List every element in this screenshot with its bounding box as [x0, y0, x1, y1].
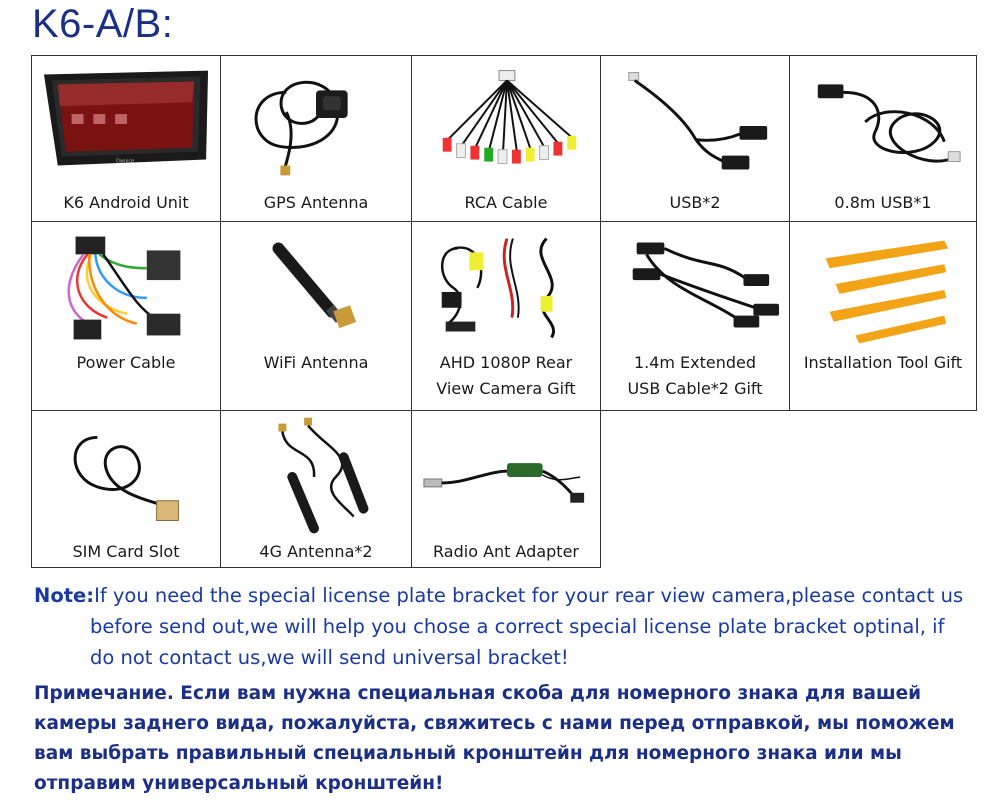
item-label: 4G Antenna*2	[259, 542, 373, 561]
note-ru-line3: вам выбрать правильный специальный кронш…	[34, 743, 902, 764]
item-label: K6 Android Unit	[63, 193, 189, 212]
note-text-line2: before send out,we will help you chose a…	[90, 615, 945, 638]
item-label: USB*2	[669, 193, 721, 212]
rca-cable-icon	[418, 62, 594, 180]
note-ru-line2: камеры заднего вида, пожалуйста, свяжите…	[34, 713, 955, 734]
item-label: SIM Card Slot	[72, 542, 180, 561]
item-label: Power Cable	[76, 353, 176, 372]
power-cable-icon	[38, 228, 214, 346]
sim-slot-icon	[38, 417, 214, 535]
item-extended-usb: 1.4m Extended USB Cable*2 Gift	[600, 221, 790, 411]
item-label: Installation Tool Gift	[803, 353, 963, 372]
item-power-cable: Power Cable	[31, 221, 221, 411]
note-text-line1: If you need the special license plate br…	[94, 584, 964, 607]
item-label: RCA Cable	[464, 193, 548, 212]
item-installation-tool: Installation Tool Gift	[789, 221, 977, 411]
gps-antenna-icon	[227, 62, 405, 180]
item-wifi-antenna: WiFi Antenna	[220, 221, 412, 411]
note-ru-line1: Примечание. Если вам нужна специальная с…	[34, 683, 922, 704]
item-label: 0.8m USB*1	[834, 193, 932, 212]
android-unit-icon: Ownice	[38, 62, 214, 180]
item-label: Radio Ant Adapter	[433, 542, 579, 561]
item-usb-2: USB*2	[600, 55, 790, 222]
usb-cable-icon	[607, 62, 783, 180]
item-k6-android-unit: Ownice K6 Android Unit	[31, 55, 221, 222]
page-title: K6-A/B:	[32, 2, 174, 46]
pry-tool-icon	[796, 228, 970, 346]
item-label: 1.4m Extended USB Cable*2 Gift	[627, 353, 763, 398]
note-label: Note:	[34, 584, 95, 607]
package-contents-grid: Ownice K6 Android Unit GPS Antenna	[31, 55, 977, 568]
camera-icon	[418, 228, 594, 346]
item-label: WiFi Antenna	[263, 353, 369, 372]
item-4g-antenna: 4G Antenna*2	[220, 410, 412, 568]
item-ahd-camera: AHD 1080P Rear View Camera Gift	[411, 221, 601, 411]
usb-extension-icon	[607, 228, 783, 346]
item-label: AHD 1080P Rear View Camera Gift	[436, 353, 576, 398]
note-ru-line4: отправим универсальный кронштейн!	[34, 773, 444, 794]
usb-coil-icon	[796, 62, 970, 180]
svg-text:Ownice: Ownice	[116, 159, 134, 165]
note-english: Note:If you need the special license pla…	[34, 580, 984, 673]
item-label: GPS Antenna	[263, 193, 369, 212]
note-text-line3: do not contact us,we will send universal…	[90, 646, 569, 669]
antenna-4g-icon	[227, 417, 405, 535]
note-russian: Примечание. Если вам нужна специальная с…	[34, 679, 984, 799]
item-sim-card-slot: SIM Card Slot	[31, 410, 221, 568]
wifi-antenna-icon	[227, 228, 405, 346]
item-0-8m-usb: 0.8m USB*1	[789, 55, 977, 222]
item-gps-antenna: GPS Antenna	[220, 55, 412, 222]
item-radio-ant-adapter: Radio Ant Adapter	[411, 410, 601, 568]
item-rca-cable: RCA Cable	[411, 55, 601, 222]
radio-adapter-icon	[418, 417, 594, 535]
